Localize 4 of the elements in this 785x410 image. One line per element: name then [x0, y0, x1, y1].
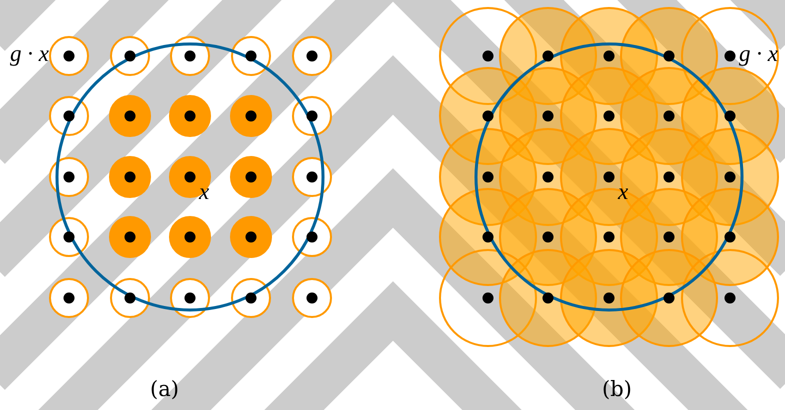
panel-label: (a)	[150, 377, 179, 401]
point-label: x	[618, 180, 628, 204]
panel-label: (b)	[602, 377, 632, 401]
point-label: g · x	[10, 42, 49, 66]
